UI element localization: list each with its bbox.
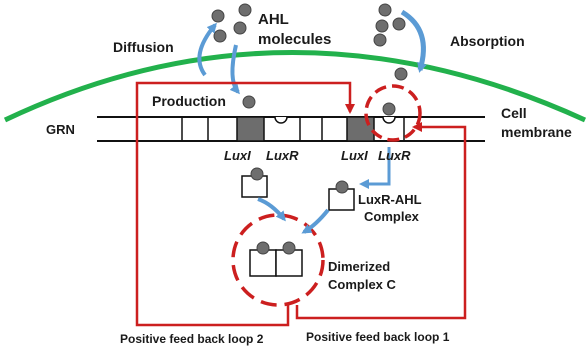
feedback-loop-2-label: Positive feed back loop 2 <box>120 332 264 346</box>
dimer-label-line2: Complex C <box>328 277 397 292</box>
luxi-right-label: LuxI <box>341 148 368 163</box>
luxr-to-complex-arrow <box>359 147 391 189</box>
grn-segments <box>181 117 405 141</box>
production-molecule <box>242 95 256 109</box>
cell-membrane-label-line2: membrane <box>501 124 572 140</box>
luxr-promoter-left <box>274 116 288 124</box>
luxi-to-dimer-arrow <box>257 197 286 222</box>
complex-label-line1: LuxR-AHL <box>358 192 422 207</box>
absorption-arrow <box>400 9 427 73</box>
diffusion-label: Diffusion <box>113 39 174 55</box>
feedback-loop-1-label: Positive feed back loop 1 <box>306 330 450 344</box>
ahl-label-line1: AHL <box>258 11 289 28</box>
grn-label: GRN <box>46 122 75 137</box>
luxi-gene-left <box>236 116 265 142</box>
luxr-promoter-right <box>382 116 396 124</box>
production-label: Production <box>152 93 226 109</box>
absorbed-molecules-cluster <box>373 3 406 47</box>
luxi-protein-molecule <box>250 167 264 181</box>
absorption-label: Absorption <box>450 33 525 49</box>
cell-membrane <box>3 50 587 123</box>
feedback-loop-2 <box>135 81 355 327</box>
luxr-ahl-complex-molecule <box>335 180 349 194</box>
luxr-right-label: LuxR <box>378 148 411 163</box>
promoter-binding-highlight <box>364 84 422 142</box>
feedback-loop-1 <box>295 122 467 320</box>
luxi-left-label: LuxI <box>224 148 251 163</box>
absorbed-molecule <box>394 67 408 81</box>
luxi-gene-right <box>346 116 375 142</box>
dimer-molecule-right <box>282 241 296 255</box>
luxr-left-label: LuxR <box>266 148 299 163</box>
dimer-label-line1: Dimerized <box>328 259 390 274</box>
cell-membrane-label-line1: Cell <box>501 105 527 121</box>
ahl-molecules-cluster <box>211 3 252 43</box>
diffusion-arrow-down <box>229 44 240 95</box>
dimerized-complex-highlight <box>231 213 325 307</box>
dimer-molecule-left <box>256 241 270 255</box>
complex-to-dimer-arrow <box>301 208 330 234</box>
complex-label-line2: Complex <box>364 209 420 224</box>
bound-ahl-molecule <box>382 102 396 116</box>
diffusion-arrow-up <box>197 22 217 77</box>
ahl-label-line2: molecules <box>258 31 331 48</box>
